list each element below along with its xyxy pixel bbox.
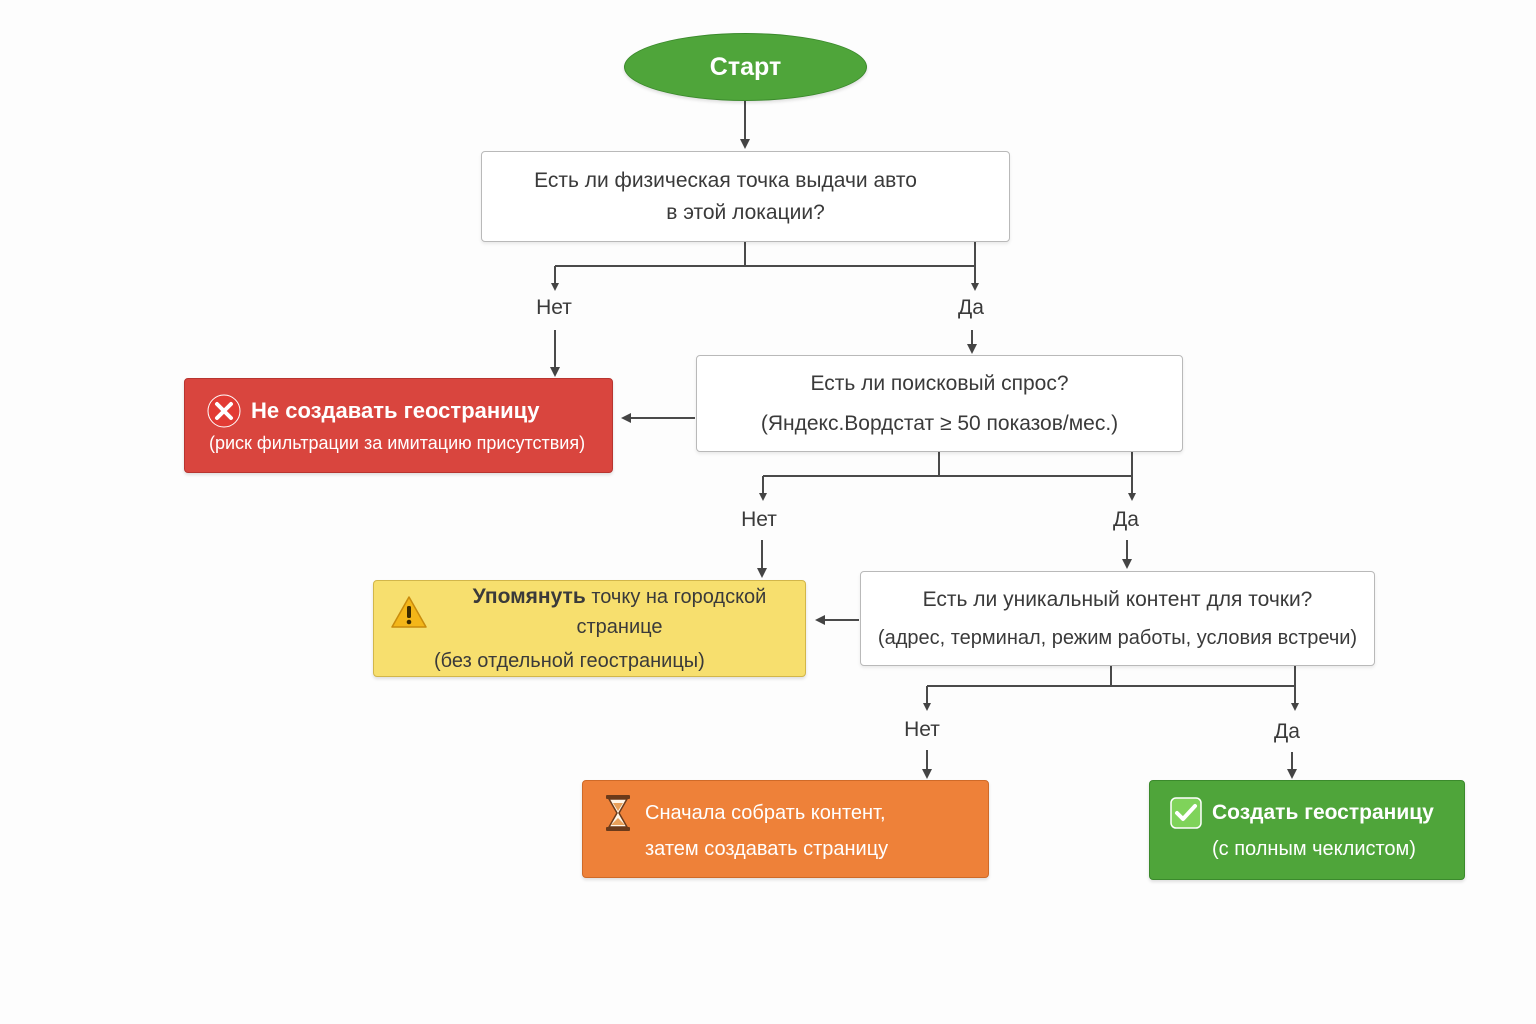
- branch-label-no: Нет: [536, 296, 572, 319]
- result-note: (с полным чеклистом): [1212, 838, 1416, 860]
- start-label: Старт: [709, 52, 782, 81]
- question-text-line2: (адрес, терминал, режим работы, условия …: [877, 626, 1358, 649]
- result-note: (без отдельной геостраницы): [434, 649, 705, 672]
- result-line2: затем создавать страницу: [645, 838, 889, 860]
- result-title-rest: точку на городской странице: [576, 585, 767, 638]
- cross-icon: [207, 394, 241, 428]
- branch-label-yes: Да: [958, 296, 984, 319]
- question-text-line2: (Яндекс.Вордстат ≥ 50 показов/мес.): [760, 411, 1119, 435]
- checkmark-icon: [1170, 797, 1202, 829]
- start-node: Старт: [624, 33, 867, 101]
- question-unique-content: Есть ли уникальный контент для точки? (а…: [860, 571, 1375, 666]
- question-text-line2: в этой локации?: [666, 200, 825, 224]
- result-collect-content-first: Сначала собрать контент, затем создавать…: [582, 780, 989, 878]
- result-do-not-create: Не создавать геостраницу (риск фильтраци…: [184, 378, 613, 473]
- branch-label-yes: Да: [1113, 508, 1139, 531]
- question-text-line1: Есть ли уникальный контент для точки?: [922, 587, 1313, 611]
- branch-label-no: Нет: [741, 508, 777, 531]
- branch-label-no: Нет: [904, 718, 940, 741]
- question-search-demand: Есть ли поисковый спрос? (Яндекс.Вордста…: [696, 355, 1183, 452]
- hourglass-icon: [605, 794, 631, 832]
- warning-icon: [390, 595, 428, 629]
- result-line1: Сначала собрать контент,: [645, 802, 886, 824]
- result-mention-on-city-page: Упомянуть точку на городской странице (б…: [373, 580, 806, 677]
- question-text-line1: Есть ли физическая точка выдачи авто: [534, 168, 917, 192]
- result-note: (риск фильтрации за имитацию присутствия…: [209, 432, 586, 453]
- result-title: Создать геостраницу: [1212, 801, 1434, 824]
- question-physical-point: Есть ли физическая точка выдачи авто в э…: [481, 151, 1010, 242]
- branch-label-yes: Да: [1274, 720, 1300, 743]
- result-title: Не создавать геостраницу: [251, 397, 540, 423]
- question-text-line1: Есть ли поисковый спрос?: [810, 371, 1069, 395]
- result-create-geo-page: Создать геостраницу (с полным чеклистом): [1149, 780, 1465, 880]
- result-title-bold: Упомянуть: [472, 584, 586, 608]
